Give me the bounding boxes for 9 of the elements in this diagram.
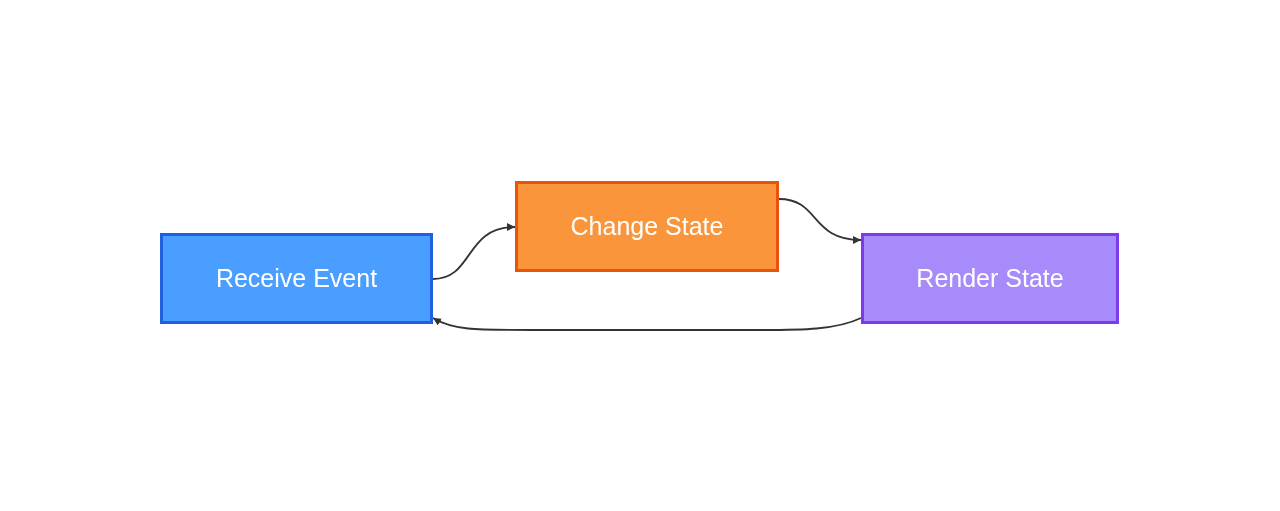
- process-box: [160, 233, 433, 324]
- arrow: [432, 223, 516, 280]
- arrow: [432, 317, 862, 331]
- arrow: [778, 198, 862, 244]
- process-box: [515, 181, 779, 272]
- process-box: [861, 233, 1119, 324]
- box-label: Change State: [570, 212, 724, 241]
- box-label: Render State: [916, 264, 1064, 293]
- box-label: Receive Event: [215, 264, 378, 293]
